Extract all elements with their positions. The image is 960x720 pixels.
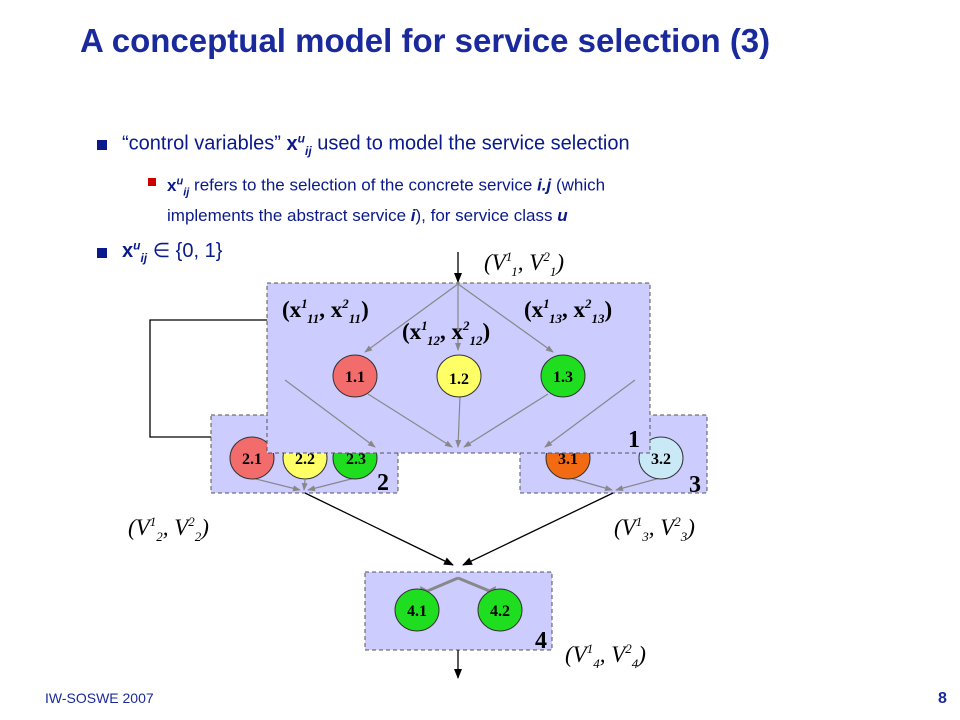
- service-box-4: [364, 571, 553, 651]
- flow-label-v2: (V12, V22): [128, 514, 209, 544]
- node-4-2: [477, 588, 523, 632]
- bullet-1: “control variables” xuij used to model t…: [122, 131, 630, 158]
- node-2-1-label: 2.1: [242, 451, 262, 468]
- box-1-label: 1: [628, 427, 640, 453]
- loop-connector: [149, 319, 267, 438]
- bullet-marker: [97, 248, 107, 258]
- node-4-1: [394, 588, 440, 632]
- node-3-2-label: 3.2: [651, 451, 671, 468]
- node-4-1-label: 4.1: [407, 603, 427, 620]
- node-3-1-label: 3.1: [558, 451, 578, 468]
- box-2-label: 2: [377, 470, 389, 496]
- flow-label-v3: (V13, V23): [614, 514, 695, 544]
- node-1-2: [436, 354, 482, 398]
- x-label-13: (x113, x213): [524, 296, 612, 326]
- bullet-marker: [97, 140, 107, 150]
- node-1-3-label: 1.3: [553, 369, 573, 386]
- node-1-1: [332, 354, 378, 398]
- footer-conference: IW-SOSWE 2007: [45, 690, 154, 706]
- node-4-2-label: 4.2: [490, 603, 510, 620]
- bullet-2: xuij ∈ {0, 1}: [122, 238, 223, 265]
- node-1-3: [540, 354, 586, 398]
- flow-label-v4: (V14, V24): [565, 641, 646, 671]
- node-2-3-label: 2.3: [346, 451, 366, 468]
- node-1-1-label: 1.1: [345, 369, 365, 386]
- sub-bullet-marker: [148, 178, 156, 186]
- sub-bullet-1: xuij refers to the selection of the conc…: [167, 175, 606, 226]
- node-1-2-label: 1.2: [449, 371, 469, 388]
- node-2-1: [229, 436, 275, 480]
- box-4-label: 4: [535, 628, 547, 654]
- node-2-2-label: 2.2: [295, 451, 315, 468]
- flow-label-v1: (V11, V21): [484, 249, 564, 279]
- box-3-label: 3: [689, 472, 701, 498]
- slide-title: A conceptual model for service selection…: [80, 22, 771, 59]
- page-number: 8: [938, 690, 947, 707]
